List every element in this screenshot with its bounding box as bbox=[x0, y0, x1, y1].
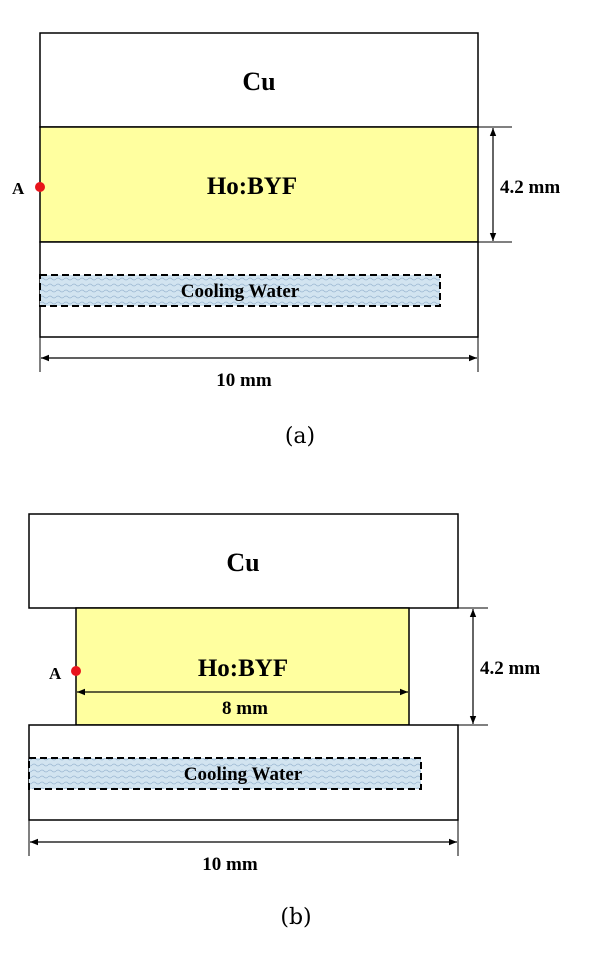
panel-a-cooling-channel bbox=[39, 274, 441, 307]
panel-b-cooling-channel bbox=[28, 757, 422, 790]
panel-a-width-dim: 10 mm bbox=[216, 370, 272, 391]
panel-a-point-a-marker bbox=[35, 182, 45, 192]
panel-b-cu-top bbox=[28, 513, 459, 609]
panel-b-water-label: Cooling Water bbox=[184, 764, 303, 785]
panel-a-caption: (a) bbox=[285, 424, 315, 449]
panel-b-width-dim: 10 mm bbox=[202, 854, 258, 875]
panel-a-crystal-label: Ho:BYF bbox=[207, 173, 297, 200]
panel-b-crystal-width-dim: 8 mm bbox=[222, 698, 268, 719]
panel-a-water-label: Cooling Water bbox=[181, 281, 300, 302]
panel-a-point-a-label: A bbox=[12, 179, 25, 198]
panel-b-crystal bbox=[75, 607, 410, 726]
panel-a-cu-top bbox=[39, 32, 479, 128]
panel-a-height-dim: 4.2 mm bbox=[500, 177, 560, 198]
panel-b-height-dim: 4.2 mm bbox=[480, 658, 540, 679]
panel-b-cu-label: Cu bbox=[226, 548, 259, 577]
panel-a-cu-label: Cu bbox=[242, 67, 275, 96]
panel-b-point-a-marker bbox=[71, 666, 81, 676]
panel-b-caption: (b) bbox=[280, 905, 311, 930]
panel-a-crystal bbox=[39, 126, 479, 243]
panel-b-point-a-label: A bbox=[49, 664, 62, 683]
panel-b: Cu Ho:BYF Cooling Water A 8 mm 4.2 mm 10… bbox=[28, 513, 540, 930]
panel-a: Cu Ho:BYF Cooling Water A 4.2 mm 10 mm (… bbox=[12, 32, 560, 449]
panel-b-crystal-label: Ho:BYF bbox=[198, 655, 288, 682]
